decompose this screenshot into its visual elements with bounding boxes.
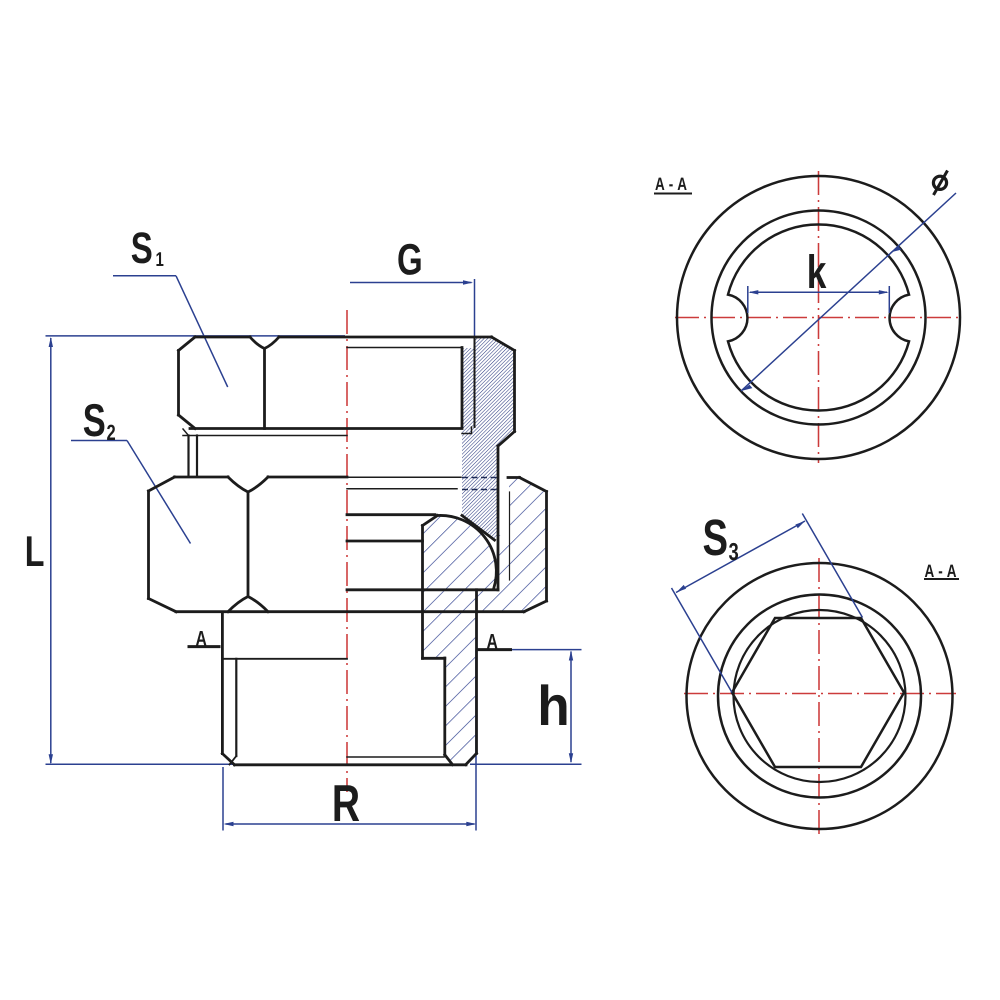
svg-text:A - A: A - A (925, 561, 957, 581)
svg-text:A: A (196, 628, 207, 651)
svg-text:k: k (807, 245, 827, 298)
svg-text:L: L (25, 528, 45, 576)
svg-text:A - A: A - A (655, 174, 687, 194)
svg-text:3: 3 (729, 539, 739, 566)
svg-text:S: S (83, 394, 106, 446)
svg-text:S: S (131, 224, 153, 273)
svg-text:G: G (397, 236, 423, 285)
svg-text:S: S (703, 509, 729, 566)
svg-text:A: A (487, 631, 498, 654)
svg-text:1: 1 (156, 249, 164, 271)
svg-text:R: R (332, 775, 360, 833)
svg-text:h: h (537, 674, 570, 737)
svg-text:2: 2 (107, 420, 116, 445)
